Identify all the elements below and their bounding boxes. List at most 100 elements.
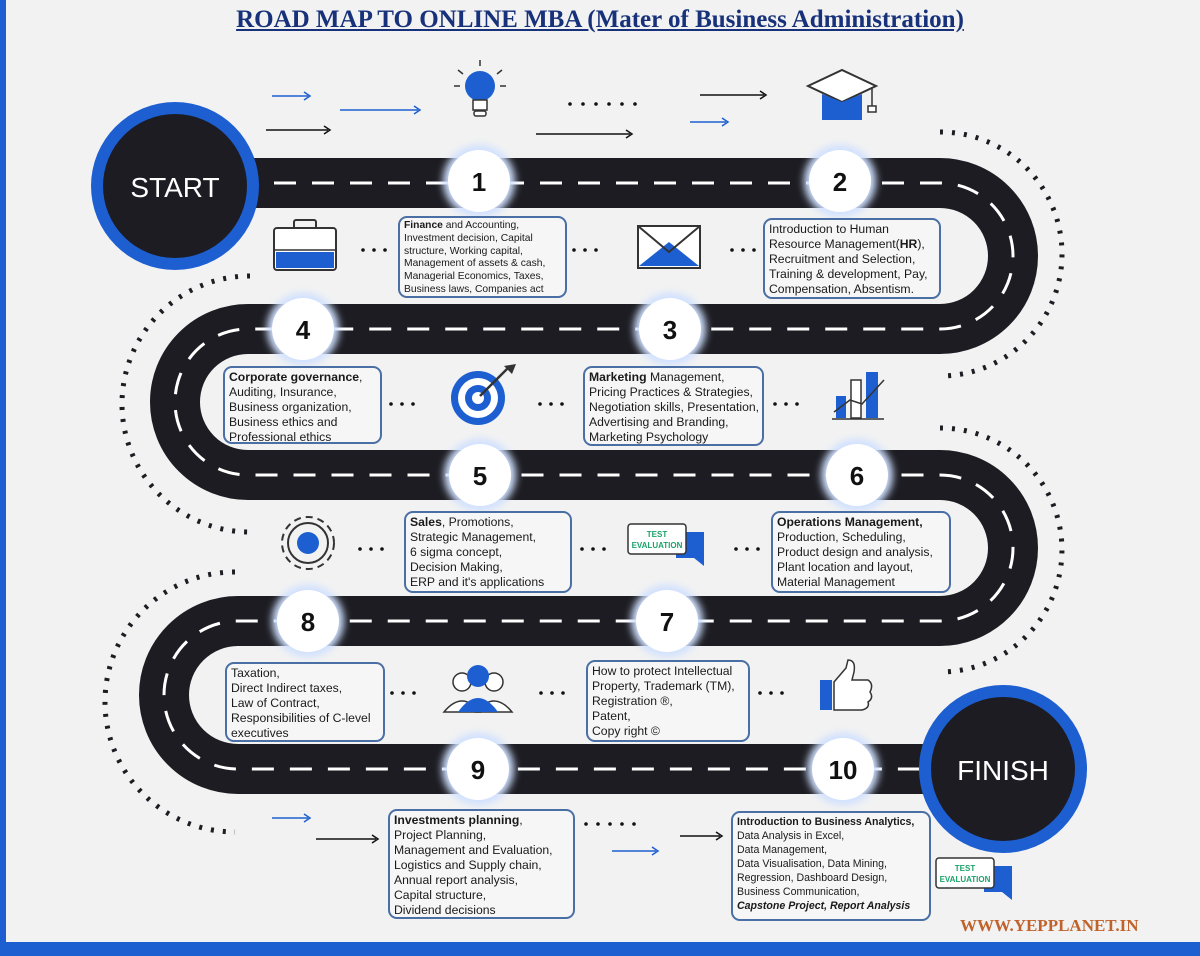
test-badge-line1: TEST <box>955 864 976 873</box>
module-line-text: Professional ethics <box>229 430 332 444</box>
module-line-text: Negotiation skills, Presentation, <box>589 400 760 414</box>
module-line-text: Registration ®, <box>592 694 673 708</box>
module-line-text: Introduction to Human <box>769 222 889 236</box>
bottom-accent-bar <box>0 942 1200 956</box>
module-line: Introduction to Business Analytics, <box>737 815 925 829</box>
milestone-6: 6 <box>821 439 893 511</box>
milestone-3: 3 <box>634 293 706 365</box>
module-line: Strategic Management, <box>410 530 566 545</box>
milestone-8-number: 8 <box>301 607 315 637</box>
module-line: Law of Contract, <box>231 696 379 711</box>
module-line-bold: Finance <box>404 220 446 231</box>
module-line-text: structure, Working capital, <box>404 245 523 257</box>
module-line: Training & development, Pay, <box>769 267 935 282</box>
start-marker: START <box>91 102 259 270</box>
module-line: Finance and Accounting, <box>404 220 561 233</box>
module-line: Business organization, <box>229 400 376 415</box>
module-line: Capstone Project, Report Analysis <box>737 899 925 913</box>
milestone-5-number: 5 <box>473 461 487 491</box>
module-line: Annual report analysis, <box>394 873 569 888</box>
module-line: Introduction to Human <box>769 222 935 237</box>
module-line: Copy right © <box>592 724 744 739</box>
module-line: Investment decision, Capital <box>404 233 561 246</box>
module-8-box: Taxation,Direct Indirect taxes,Law of Co… <box>225 662 385 742</box>
module-line: Taxation, <box>231 666 379 681</box>
milestone-8: 8 <box>272 585 344 657</box>
module-line-text: Direct Indirect taxes, <box>231 681 343 695</box>
module-line: Business ethics and <box>229 415 376 430</box>
module-line: Registration ®, <box>592 694 744 709</box>
milestone-10: 10 <box>807 733 879 805</box>
module-line-text: , Promotions, <box>441 515 514 529</box>
module-line-text: Product design and analysis, <box>777 545 933 559</box>
turn-ticks <box>102 129 1065 835</box>
module-line: Marketing Psychology <box>589 430 758 444</box>
module-line-text: Production, Scheduling, <box>777 530 906 544</box>
target-icon <box>451 364 516 425</box>
module-line-text: Data Visualisation, Data Mining, <box>737 858 887 870</box>
module-line-bold: Operations Management, <box>777 515 923 529</box>
start-label: START <box>130 172 219 203</box>
milestone-3-number: 3 <box>663 315 677 345</box>
module-line-text: Investment decision, Capital <box>404 232 533 244</box>
test-evaluation-icon: TEST EVALUATION <box>935 857 1012 900</box>
road-centerline <box>160 181 1015 771</box>
decor-arrows <box>266 90 768 856</box>
module-line-text: , <box>519 813 523 827</box>
milestone-2: 2 <box>804 145 876 217</box>
module-line-text: Training & development, Pay, <box>769 267 928 281</box>
test-badge-line2: EVALUATION <box>632 541 683 550</box>
module-line: Responsibilities of C-level <box>231 711 379 726</box>
bar-chart-icon <box>832 372 885 420</box>
module-line-text: Marketing Psychology <box>589 430 709 444</box>
module-line-text: 6 sigma concept, <box>410 545 503 559</box>
module-line-text: Logistics and Supply chain, <box>394 858 542 872</box>
module-line-text: Managerial Economics, Taxes, <box>404 271 544 283</box>
module-line: Auditing, Insurance, <box>229 385 376 400</box>
module-line-text: Data Management, <box>737 844 828 856</box>
module-line-text: Compensation, Absentism. <box>769 282 914 296</box>
test-badge-line1: TEST <box>647 530 668 539</box>
module-9-box: Investments planning,Project Planning,Ma… <box>388 809 575 919</box>
dot-connectors <box>358 102 799 826</box>
module-line: Recruitment and Selection, <box>769 252 935 267</box>
finish-label: FINISH <box>957 755 1049 786</box>
module-line-text: Auditing, Insurance, <box>229 385 337 399</box>
module-line: How to protect Intellectual <box>592 664 744 679</box>
module-line-text: Business organization, <box>229 400 352 414</box>
milestone-7-number: 7 <box>660 607 674 637</box>
module-line-text: Management and Evaluation, <box>394 843 553 857</box>
module-line: Sales, Promotions, <box>410 515 566 530</box>
module-line: Managerial Economics, Taxes, <box>404 271 561 284</box>
milestone-4-number: 4 <box>296 315 311 345</box>
module-line: executives <box>231 726 379 740</box>
module-line-text: Dividend decisions <box>394 903 496 917</box>
module-line-text: executives <box>231 726 289 740</box>
module-line-text: Advertising and Branding, <box>589 415 729 429</box>
users-icon <box>442 665 514 713</box>
module-line-text: Business Communication, <box>737 886 860 898</box>
left-accent-bar <box>0 0 6 956</box>
module-line-text: Business ethics and <box>229 415 338 429</box>
module-line: Project Planning, <box>394 828 569 843</box>
module-line-text: Property, Trademark (TM), <box>592 679 735 693</box>
test-evaluation-icon: TEST EVALUATION <box>627 523 704 566</box>
module-line: ERP and it's applications <box>410 575 566 590</box>
module-line: 6 sigma concept, <box>410 545 566 560</box>
module-line: Marketing Management, <box>589 370 758 385</box>
module-line-text: Law of Contract, <box>231 696 320 710</box>
module-line: Patent, <box>592 709 744 724</box>
lightbulb-icon <box>454 60 506 117</box>
module-line: Decision Making, <box>410 560 566 575</box>
module-line-text: Management, <box>649 370 725 384</box>
module-line-text: Strategic Management, <box>410 530 537 544</box>
envelope-icon <box>637 225 701 269</box>
module-line-text: Plant location and layout, <box>777 560 914 574</box>
module-line: Dividend decisions <box>394 903 569 917</box>
module-line: Direct Indirect taxes, <box>231 681 379 696</box>
module-line: Negotiation skills, Presentation, <box>589 400 760 415</box>
module-10-box: Introduction to Business Analytics, Data … <box>731 811 931 921</box>
module-line: Business Communication, <box>737 885 925 899</box>
module-line-text: Taxation, <box>231 666 280 680</box>
